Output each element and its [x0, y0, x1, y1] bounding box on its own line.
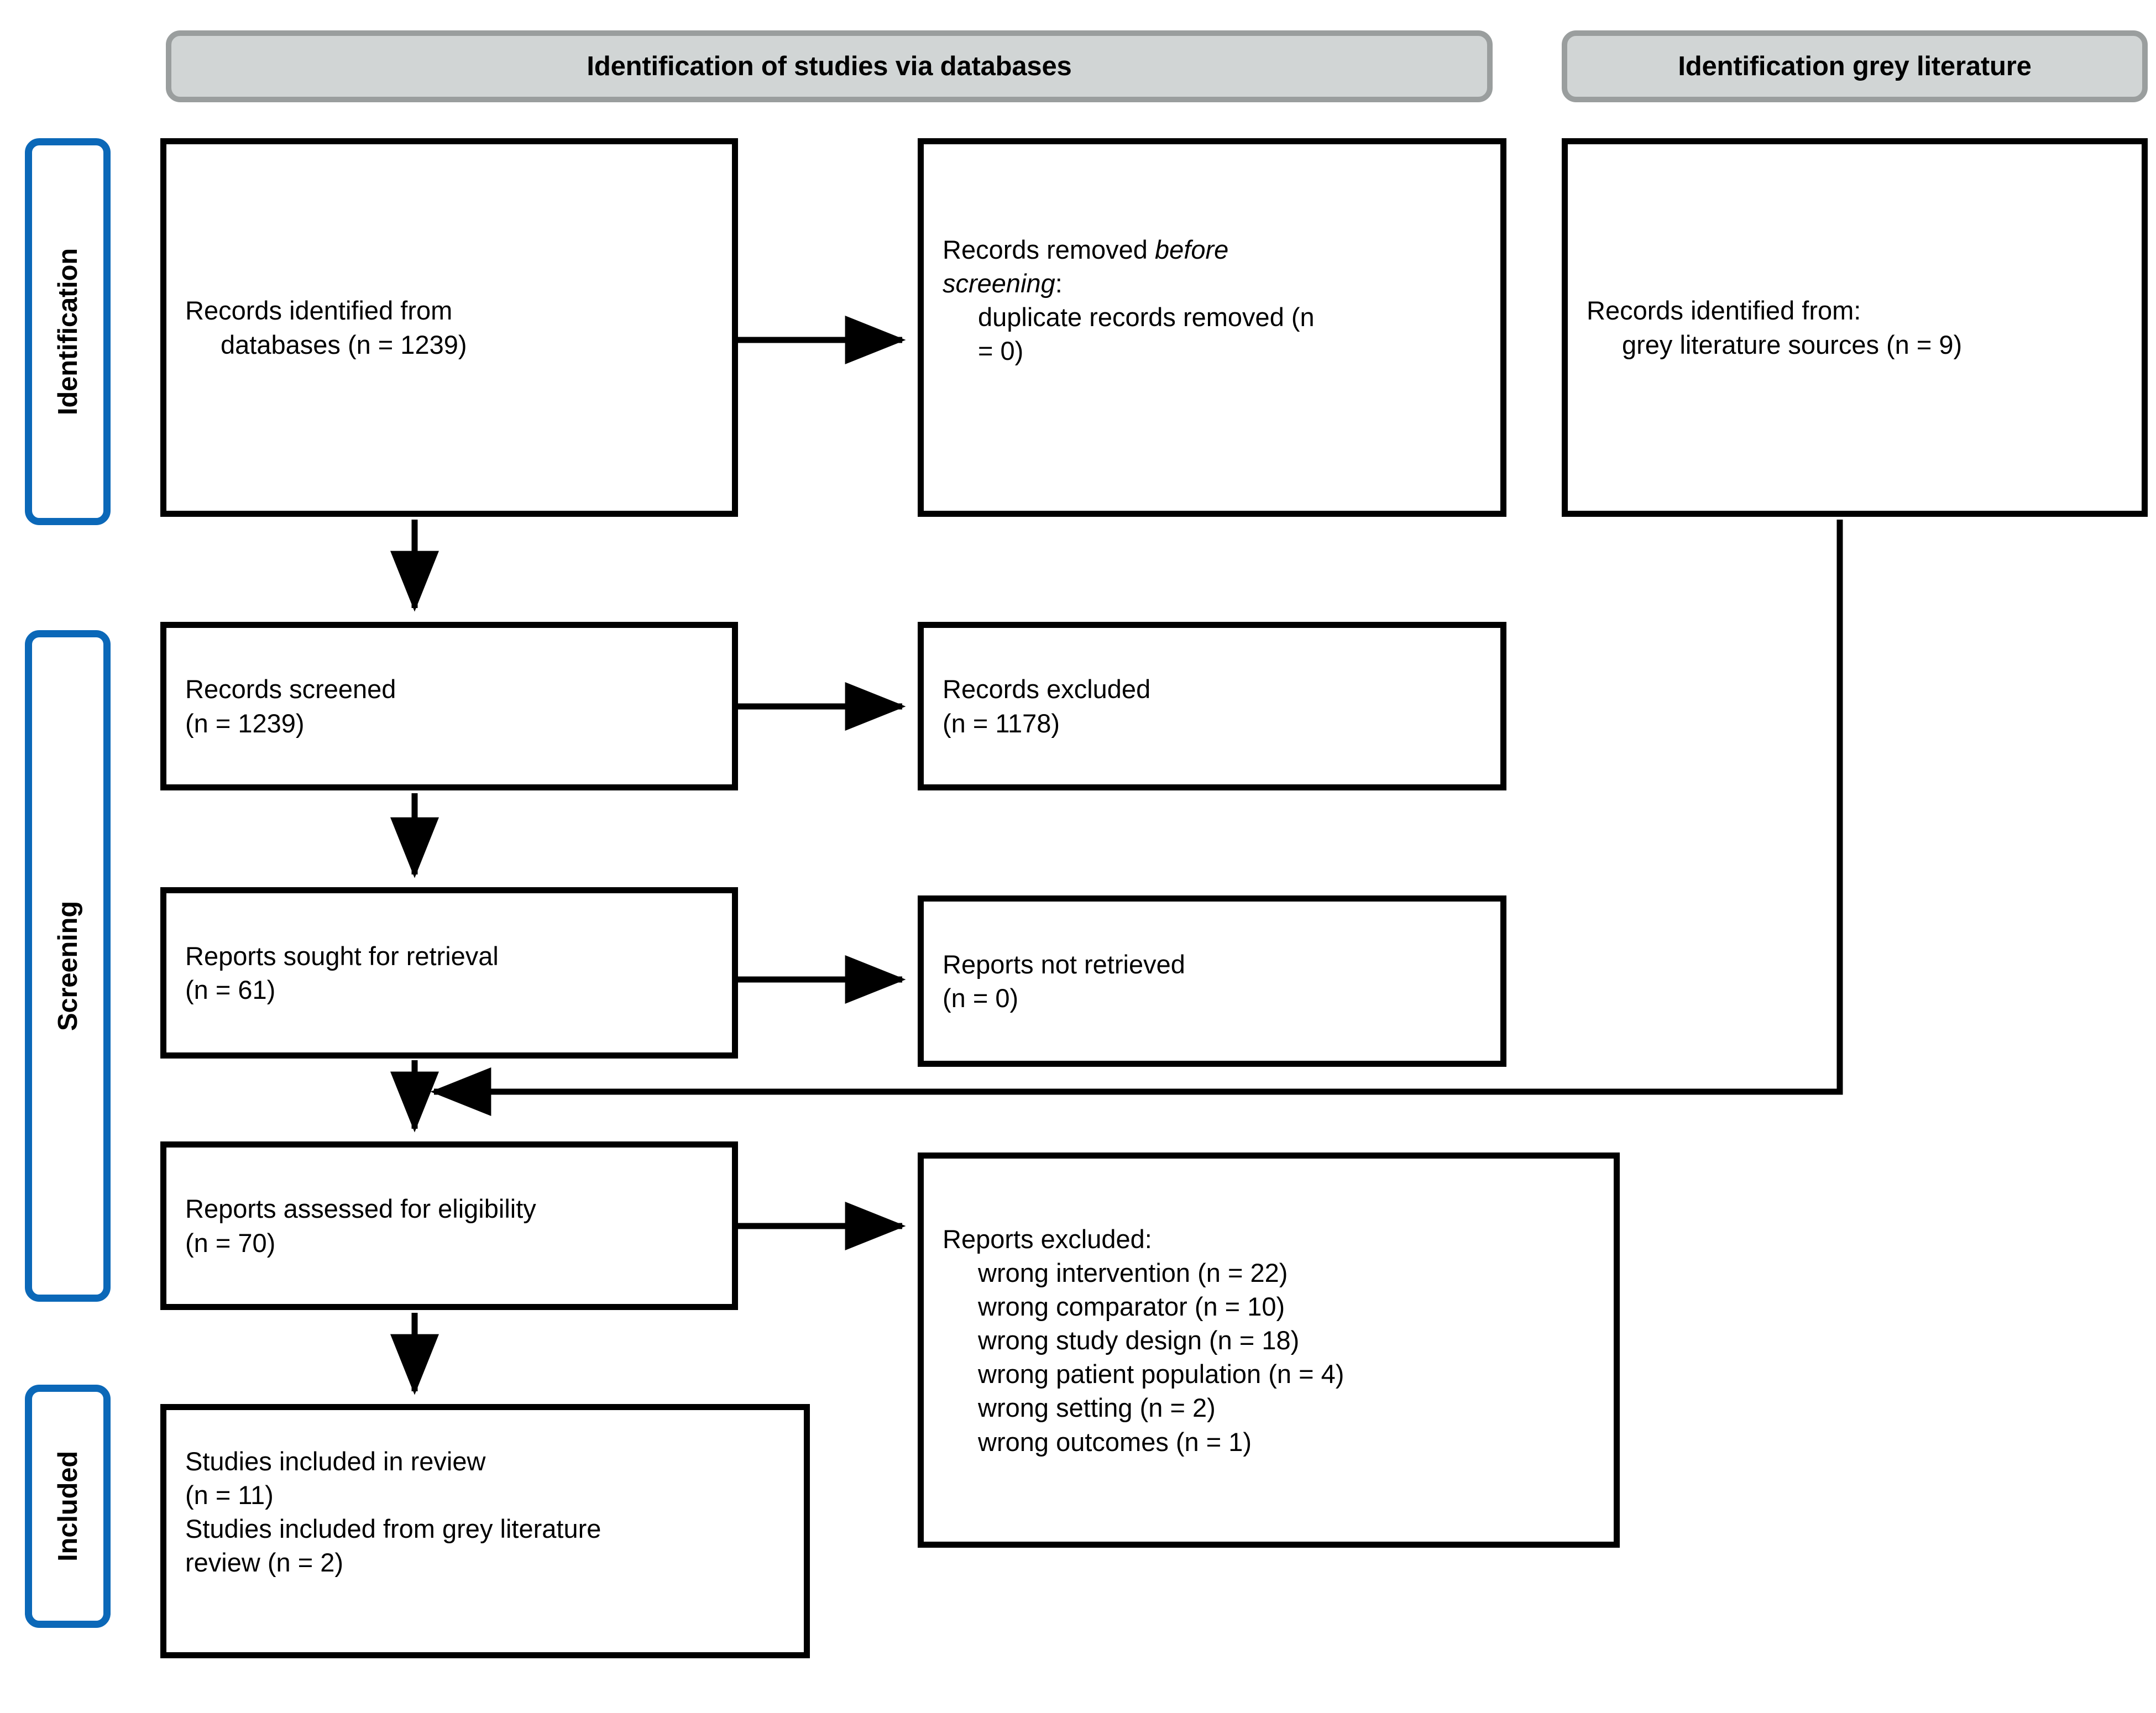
box-records-excluded: Records excluded (n = 1178) [918, 622, 1506, 790]
reports-excluded-reason: wrong study design (n = 18) [978, 1326, 1300, 1355]
reports-assessed-line-2: (n = 70) [185, 1228, 276, 1258]
reports-excluded-reason: wrong outcomes (n = 1) [978, 1427, 1252, 1457]
reports-excluded-reason: wrong comparator (n = 10) [978, 1292, 1285, 1322]
reports-excluded-reason: wrong intervention (n = 22) [978, 1258, 1288, 1288]
phase-bar-screening: Screening [25, 630, 111, 1302]
header-grey-label: Identification grey literature [1678, 51, 2032, 81]
records-removed-line-4: = 0) [978, 336, 1024, 366]
reports-excluded-reason: wrong patient population (n = 4) [978, 1359, 1344, 1389]
reports-excluded-reason: wrong setting (n = 2) [978, 1393, 1216, 1423]
box-grey-literature-identified: Records identified from: grey literature… [1562, 138, 2148, 517]
grey-identified-line-1: Records identified from: [1587, 296, 1861, 326]
box-reports-excluded-reasons: Reports excluded: wrong intervention (n … [918, 1153, 1620, 1548]
phase-bar-identification: Identification [25, 138, 111, 525]
records-removed-line-2: screening: [943, 269, 1063, 298]
box-records-identified-databases: Records identified from databases (n = 1… [160, 138, 738, 517]
records-removed-line-3: duplicate records removed (n [978, 302, 1315, 332]
studies-included-line-2: (n = 11) [185, 1480, 274, 1510]
box-reports-not-retrieved: Reports not retrieved (n = 0) [918, 895, 1506, 1067]
header-identification-databases: Identification of studies via databases [166, 30, 1493, 102]
records-identified-line-1: Records identified from [185, 296, 453, 326]
box-reports-assessed-for-eligibility: Reports assessed for eligibility (n = 70… [160, 1141, 738, 1310]
reports-not-retrieved-line-2: (n = 0) [943, 983, 1019, 1013]
studies-included-line-3: Studies included from grey literature [185, 1514, 601, 1544]
reports-assessed-line-1: Reports assessed for eligibility [185, 1194, 536, 1224]
reports-excluded-title: Reports excluded: [943, 1224, 1152, 1254]
reports-sought-line-2: (n = 61) [185, 975, 276, 1004]
box-records-screened: Records screened (n = 1239) [160, 622, 738, 790]
box-studies-included: Studies included in review (n = 11) Stud… [160, 1404, 810, 1658]
phase-label-included: Included [53, 1451, 83, 1562]
box-reports-sought-for-retrieval: Reports sought for retrieval (n = 61) [160, 887, 738, 1059]
phase-bar-included: Included [25, 1385, 111, 1628]
records-excluded-line-1: Records excluded [943, 674, 1151, 704]
records-removed-line-1: Records removed before [943, 235, 1229, 264]
records-screened-line-2: (n = 1239) [185, 708, 305, 738]
grey-identified-line-2: grey literature sources (n = 9) [1622, 329, 1963, 359]
phase-label-screening: Screening [53, 900, 83, 1031]
box-records-removed-before-screening: Records removed before screening: duplic… [918, 138, 1506, 517]
studies-included-line-4: review (n = 2) [185, 1548, 344, 1578]
studies-included-line-1: Studies included in review [185, 1447, 486, 1476]
records-identified-line-2: databases (n = 1239) [221, 329, 467, 359]
reports-sought-line-1: Reports sought for retrieval [185, 941, 499, 971]
records-excluded-line-2: (n = 1178) [943, 708, 1060, 738]
reports-not-retrieved-line-1: Reports not retrieved [943, 949, 1185, 979]
header-databases-label: Identification of studies via databases [587, 51, 1072, 81]
header-identification-grey: Identification grey literature [1562, 30, 2148, 102]
phase-label-identification: Identification [53, 248, 83, 416]
records-screened-line-1: Records screened [185, 674, 396, 704]
